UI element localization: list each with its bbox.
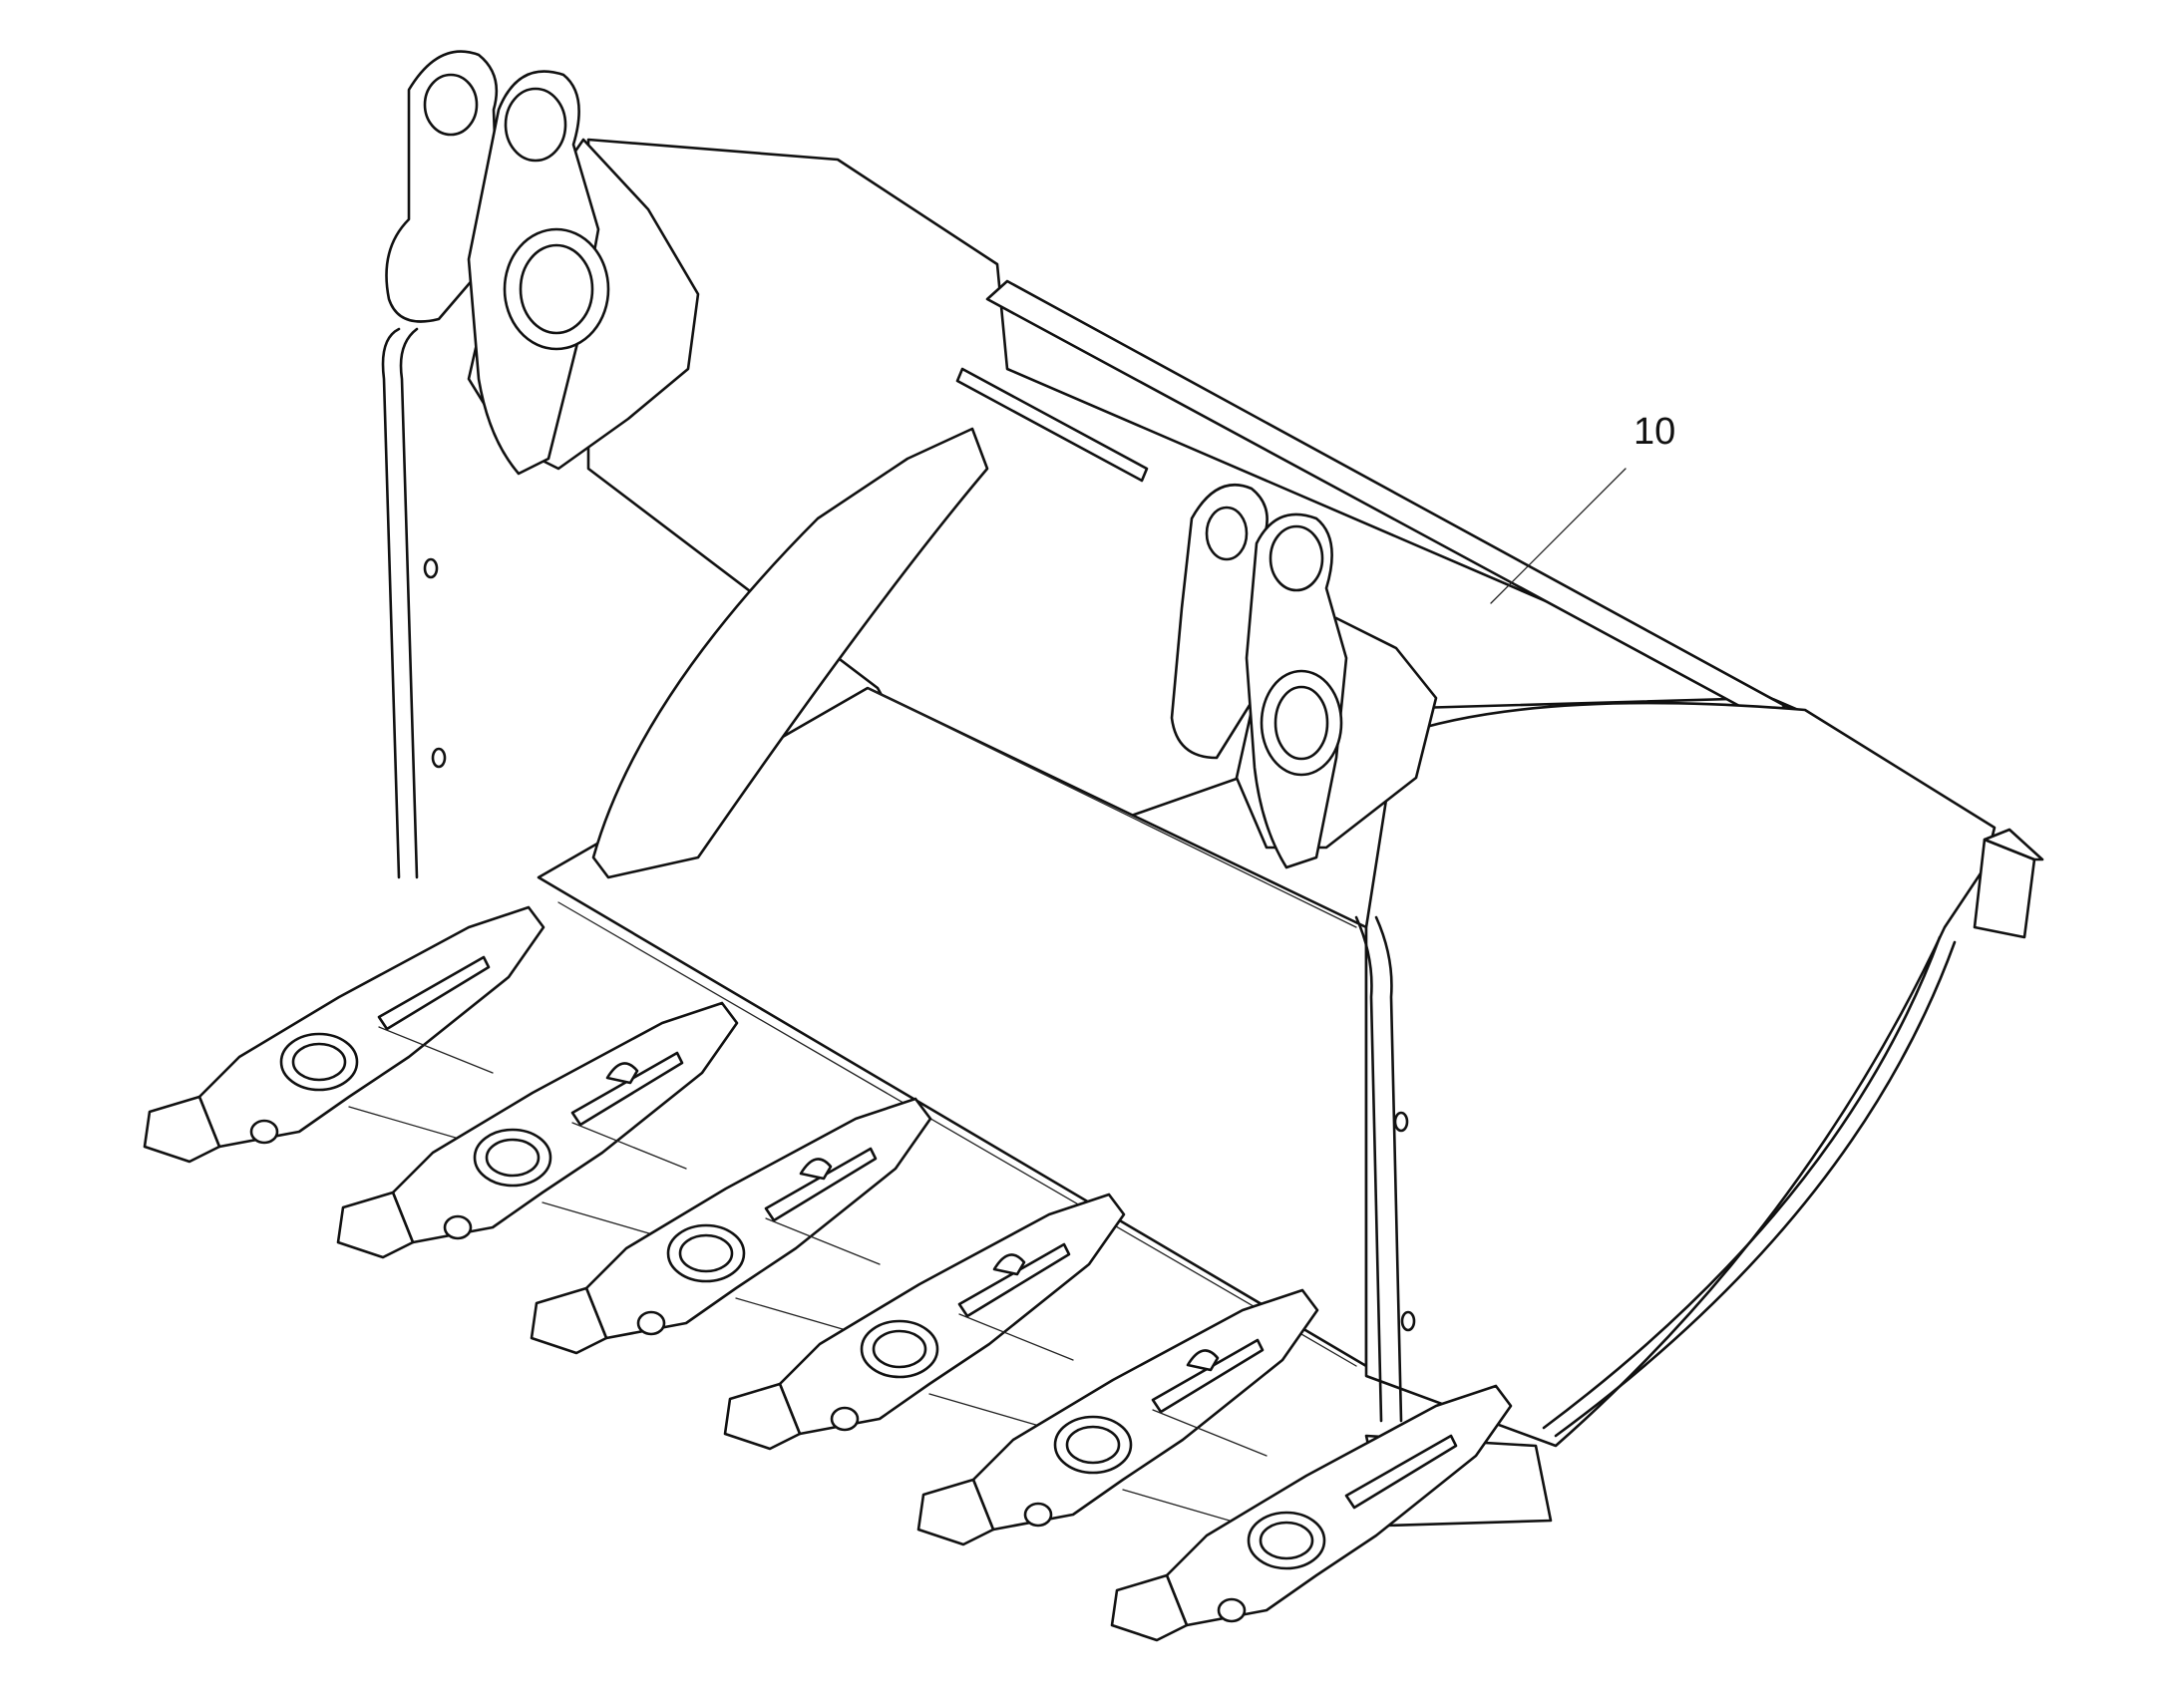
tooth-retainer-pin: [1259, 1521, 1314, 1560]
bucket-shell: [381, 138, 2044, 1448]
tooth-lock-hole: [1023, 1502, 1053, 1528]
tooth-slot: [377, 955, 491, 1031]
ear-bore-inner: [519, 243, 594, 335]
ear-pin-hole: [1205, 506, 1249, 561]
edge-segment: [735, 1297, 861, 1335]
tooth-tip: [916, 1478, 995, 1546]
edge-segment: [765, 1217, 881, 1265]
side-hole: [1400, 1310, 1416, 1332]
tooth-lock-hole: [1217, 1597, 1247, 1623]
callout-leader-line: [1490, 468, 1627, 604]
tooth: [530, 1097, 932, 1355]
tooth-slot: [1344, 1434, 1458, 1510]
tooth-retainer-pin: [1065, 1425, 1121, 1465]
tooth-tip: [1110, 1573, 1189, 1642]
right-side-curve-outer: [1554, 940, 1957, 1438]
tooth-slot: [1151, 1338, 1265, 1414]
tooth-lock-hole: [249, 1119, 279, 1145]
mid-side-edge: [1354, 915, 1383, 1423]
wear-strip: [591, 427, 989, 879]
edge-segment: [1152, 1409, 1268, 1457]
tooth-adapter: [584, 1097, 932, 1340]
teeth-group: [143, 905, 1553, 1642]
edge-segment: [348, 1106, 474, 1144]
edge-segment: [571, 1122, 687, 1170]
ear-pin-hole: [423, 73, 479, 137]
side-hole: [1393, 1111, 1409, 1133]
tooth: [1110, 1384, 1513, 1642]
tooth-adapter: [1165, 1384, 1513, 1627]
right-side-plate: [1364, 701, 1997, 1448]
tooth: [916, 1288, 1319, 1546]
edge-segment: [542, 1201, 667, 1239]
ear-plate-outer: [1170, 484, 1269, 760]
tooth-lock-hole: [830, 1406, 860, 1432]
left-side-edge: [381, 327, 401, 879]
tooth-retainer-pin: [485, 1138, 541, 1178]
tooth-lug: [799, 1158, 833, 1181]
tooth-lug: [1186, 1349, 1220, 1372]
floor-crease: [867, 687, 1357, 928]
edge-segment: [928, 1393, 1054, 1431]
tooth: [336, 1001, 739, 1259]
tooth-retainer-pin: [291, 1042, 347, 1082]
left-side-edge-inner: [399, 327, 419, 879]
tooth-slot: [764, 1147, 878, 1222]
tooth-adapter: [197, 905, 545, 1149]
tooth-lug: [605, 1062, 639, 1085]
tooth: [143, 905, 545, 1164]
top-rail-lower: [955, 367, 1149, 483]
edge-segment: [1122, 1489, 1248, 1527]
tooth-lock-hole: [443, 1214, 473, 1240]
side-bracket-top: [1983, 828, 2044, 861]
edge-segment: [378, 1026, 494, 1074]
mid-side-edge-inner: [1374, 915, 1403, 1423]
tooth-tip: [723, 1382, 802, 1451]
side-hole: [423, 557, 439, 579]
tooth-tip: [143, 1095, 221, 1164]
tooth: [723, 1193, 1126, 1451]
right-side-curve-inner: [1542, 935, 1942, 1430]
side-hole: [431, 747, 447, 769]
callout-10: 10: [1490, 411, 1675, 604]
tooth-retainer-pin: [872, 1329, 927, 1369]
tooth-slot: [570, 1051, 684, 1127]
cutting-edge-line: [557, 901, 1357, 1367]
ear-pin-hole: [1269, 524, 1324, 592]
tooth-tip: [336, 1191, 415, 1259]
mounting-ear-right: [1170, 484, 1438, 869]
edge-segment: [958, 1313, 1074, 1361]
ear-pin-hole: [504, 87, 567, 163]
ear-bore-inner: [1273, 685, 1329, 761]
tooth-adapter: [778, 1193, 1126, 1436]
tooth-tip: [530, 1286, 608, 1355]
tooth-adapter: [391, 1001, 739, 1244]
tooth-slot: [957, 1242, 1071, 1318]
tooth-retainer-pin: [678, 1233, 734, 1273]
tooth-lock-hole: [636, 1310, 666, 1336]
tooth-adapter: [971, 1288, 1319, 1532]
mounting-ear-left: [385, 50, 700, 476]
callout-number: 10: [1634, 411, 1675, 453]
tooth-lug: [992, 1253, 1026, 1276]
